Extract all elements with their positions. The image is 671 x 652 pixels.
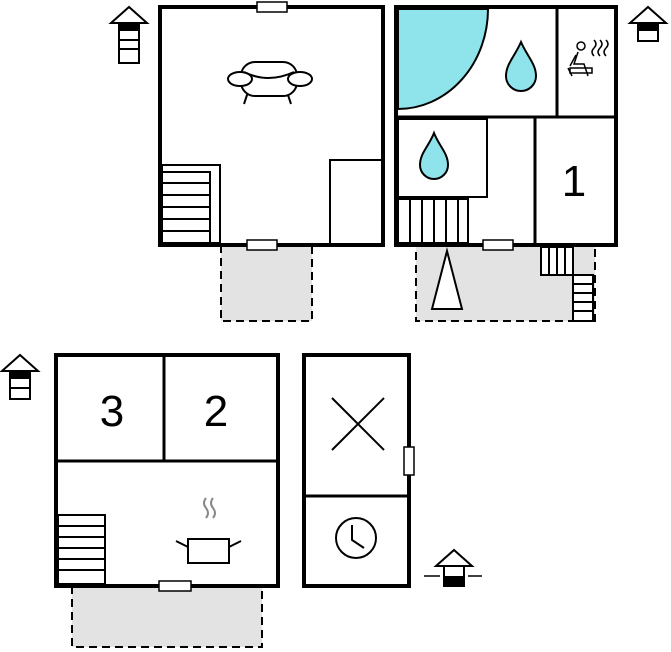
house-floor-icon xyxy=(627,5,669,42)
building-d xyxy=(302,353,482,588)
house-floor-icon xyxy=(108,5,150,64)
room-number-1: 1 xyxy=(562,157,586,206)
door-icon xyxy=(246,239,278,251)
building-outline xyxy=(302,353,411,588)
room-number-3: 3 xyxy=(100,387,124,436)
sofa-icon xyxy=(227,61,313,105)
clock-icon xyxy=(335,517,377,559)
stairs-icon xyxy=(57,514,106,585)
terrace xyxy=(71,585,263,648)
cooking-pot-icon xyxy=(175,497,242,564)
building-a xyxy=(108,1,385,322)
water-drop-icon xyxy=(418,130,450,180)
building-b: 1 xyxy=(394,5,669,322)
sauna-icon xyxy=(567,39,609,77)
room-number-2: 2 xyxy=(204,387,228,436)
house-floor-icon xyxy=(0,353,41,400)
water-drop-icon xyxy=(504,39,538,92)
door-icon xyxy=(256,1,288,13)
pool xyxy=(397,8,490,111)
closet-wall xyxy=(329,159,381,245)
cross-icon xyxy=(331,397,385,451)
house-floor-icon xyxy=(424,548,482,587)
door-icon xyxy=(482,239,514,251)
building-c: 3 2 xyxy=(0,353,280,648)
tent-icon xyxy=(430,247,464,310)
stairs-icon xyxy=(397,198,469,244)
stairs-icon xyxy=(161,164,221,244)
door-icon xyxy=(158,580,192,592)
terrace xyxy=(220,245,313,322)
stairs-icon xyxy=(540,246,594,322)
door-icon xyxy=(403,446,415,476)
